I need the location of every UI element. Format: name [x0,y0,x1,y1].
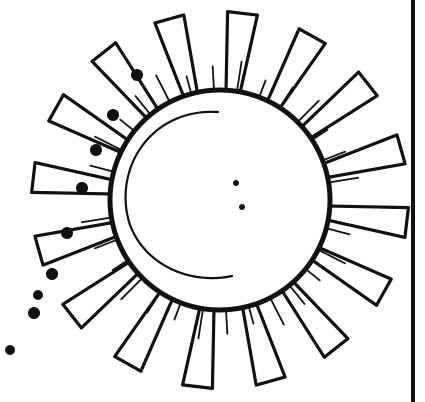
trail-dot [33,290,43,300]
trail-dot [107,109,119,121]
trail-dot [131,69,143,81]
inner-dot [233,180,239,186]
trail-dot [90,144,102,156]
trail-dot [61,227,73,239]
trail-dot [5,345,15,355]
trail-dot [28,307,40,319]
trail-dot [46,268,58,280]
inner-dot [239,204,245,210]
trail-dot [76,182,88,194]
